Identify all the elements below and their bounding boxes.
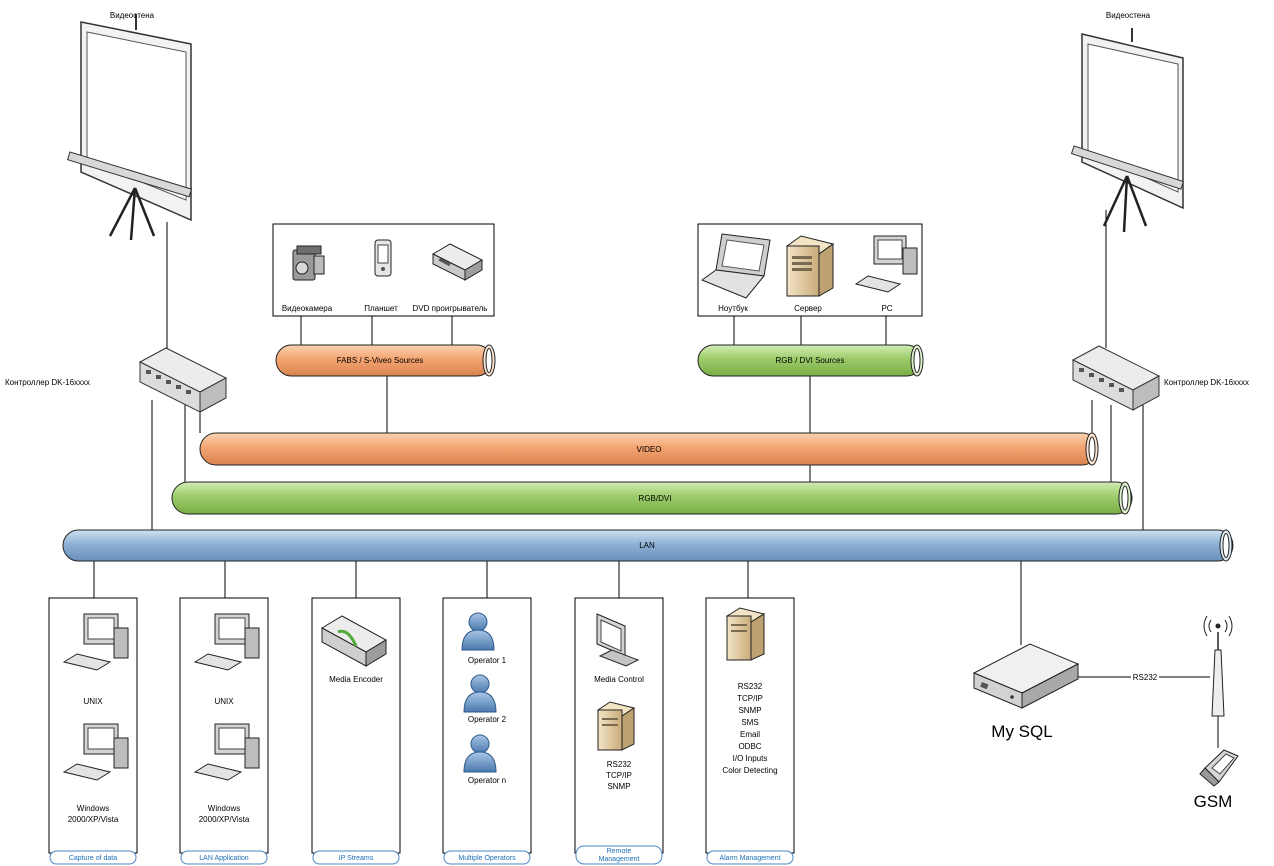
tab-ip-streams-label: IP Streams [339,855,374,862]
camcorder-icon [292,245,325,281]
alarm-line-8: Color Detecting [722,766,777,775]
remote-label-media-control: Media Control [594,675,644,684]
alarm-line-4: SMS [741,718,758,727]
remote-line-3: SNMP [607,782,630,791]
tab-ip-streams[interactable] [312,850,400,865]
capture-label-windows: Windows [77,804,109,813]
tab-operators[interactable] [443,850,531,865]
controller-right-label: Контроллер DK-16xxxx [1164,378,1249,387]
workstation-icon [62,613,129,671]
connector-lines [93,210,1219,748]
laptop-icon [700,233,771,299]
workstation-icon [193,613,260,671]
lan-app-label-unix: UNIX [214,697,234,706]
source-label-camera: Видеокамера [282,304,333,313]
workstation-icon [193,723,260,781]
tab-lan-app[interactable] [180,850,268,865]
tab-alarm-label: Alarm Management [719,855,780,862]
tab-remote-label-1: Remote [607,848,632,855]
dvd-player-icon [431,243,484,281]
gsm-label: GSM [1194,792,1233,811]
person-icon [461,612,495,651]
tab-remote[interactable] [575,845,663,865]
tab-operators-label: Multiple Operators [458,855,516,862]
panel-alarm [705,597,795,854]
person-icon [463,674,497,713]
source-label-server: Сервер [794,304,822,313]
tab-capture[interactable] [49,850,137,865]
tab-alarm[interactable] [706,850,794,865]
capture-label-unix: UNIX [83,697,103,706]
controller-left-label: Контроллер DK-16xxxx [5,378,90,387]
ip-streams-label: Media Encoder [329,675,383,684]
fabs-bus-label: FABS / S-Viveo Sources [337,356,424,365]
controller-right-icon [1071,345,1161,411]
monitor-icon [596,613,640,667]
server-icon [596,701,636,751]
tablet-icon [374,239,392,277]
pc-icon [854,235,918,293]
lan-app-label-windows-versions: 2000/XP/Vista [199,815,250,824]
operator-1-label: Operator 1 [468,656,507,665]
rgb-sources-bus [697,344,924,377]
video-bus [199,432,1099,466]
remote-line-2: TCP/IP [606,771,632,780]
server-icon [725,607,766,661]
alarm-line-2: TCP/IP [737,694,763,703]
remote-line-1: RS232 [607,760,632,769]
videowall-right-label: Видеостена [1106,11,1151,20]
alarm-line-7: I/O Inputs [733,754,768,763]
video-bus-label: VIDEO [637,445,662,454]
source-label-laptop: Ноутбук [718,304,748,313]
source-label-tablet: Планшет [364,304,398,313]
alarm-line-6: ODBC [738,742,761,751]
alarm-line-3: SNMP [738,706,761,715]
rs232-link-label-bg [1131,671,1159,682]
operator-2-label: Operator 2 [468,715,507,724]
mysql-label: My SQL [991,722,1052,741]
mobile-phone-icon [1199,749,1239,787]
rgb-dvi-bus [171,481,1133,515]
alarm-line-5: Email [740,730,760,739]
tab-lan-app-label: LAN Application [199,855,249,862]
rgb-dvi-bus-label: RGB/DVI [639,494,672,503]
operator-n-label: Operator n [468,776,506,785]
tab-capture-label: Capture of data [69,855,117,862]
source-label-dvd: DVD проигрыватель [413,304,488,313]
videowall-left-label: Видеостена [110,11,155,20]
rgb-sources-bus-label: RGB / DVI Sources [776,356,845,365]
media-encoder-icon [320,615,388,667]
videowall-right-icon [1070,28,1185,233]
person-icon [463,734,497,773]
alarm-line-1: RS232 [738,682,763,691]
fabs-bus [275,344,496,377]
tab-remote-label-2: Management [599,856,640,863]
source-label-pc: PC [881,304,892,313]
controller-left-icon [138,347,228,413]
antenna-icon [1203,615,1233,717]
capture-label-windows-versions: 2000/XP/Vista [68,815,119,824]
rs232-link-label: RS232 [1133,673,1158,682]
lan-app-label-windows: Windows [208,804,240,813]
lan-bus-label: LAN [639,541,655,550]
mysql-server-icon [972,643,1080,709]
workstation-icon [62,723,129,781]
server-icon [785,235,835,297]
lan-bus [62,529,1234,562]
videowall-left-icon [67,14,193,241]
